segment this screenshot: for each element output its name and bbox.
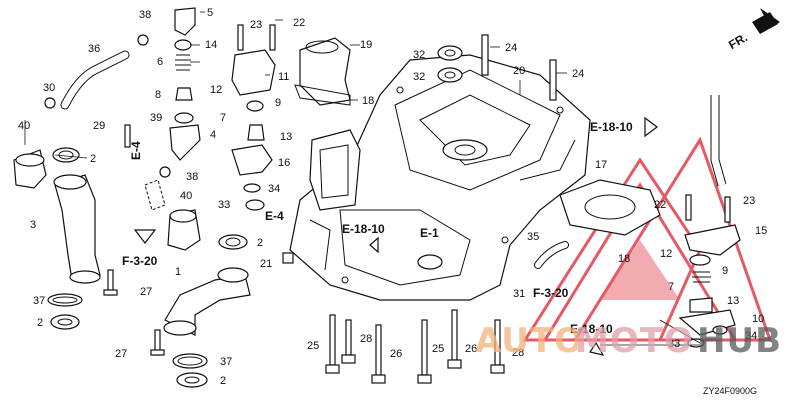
callout-3: 3 — [30, 219, 36, 231]
cross-references: E-4 E-4 F-3-20 E-18-10 E-1 E-18-10 F-3-2… — [122, 120, 633, 336]
callout-35: 35 — [527, 231, 539, 243]
callout-21: 21 — [260, 258, 272, 270]
callout-6: 6 — [157, 56, 163, 68]
callout-22: 22 — [293, 17, 305, 29]
callout-28: 28 — [360, 333, 372, 345]
callout-11: 11 — [278, 71, 289, 83]
ref-e1: E-1 — [420, 226, 439, 240]
callout-9b: 9 — [722, 265, 728, 277]
long-bolts — [325, 309, 505, 384]
callout-34b: 34 — [745, 330, 757, 342]
watermark-word-moto: MOTO — [575, 321, 694, 361]
callout-13: 13 — [280, 131, 292, 143]
callout-4: 4 — [210, 129, 216, 141]
callout-25b: 25 — [432, 343, 444, 355]
callout-40: 40 — [18, 120, 30, 132]
callout-31: 31 — [513, 288, 525, 300]
callout-1: 1 — [175, 266, 181, 278]
callout-33b: 33 — [668, 338, 680, 350]
callout-12: 12 — [210, 84, 222, 96]
callout-25: 25 — [307, 340, 319, 352]
callout-27b: 27 — [115, 348, 127, 360]
leader-lines — [24, 11, 701, 346]
callout-22b: 22 — [654, 199, 666, 211]
callout-10: 10 — [752, 313, 764, 325]
callout-12b: 12 — [660, 248, 672, 260]
callout-20: 20 — [513, 65, 525, 77]
callout-14: 14 — [205, 39, 217, 51]
water-hose — [44, 50, 130, 110]
callout-24b: 24 — [572, 68, 584, 80]
callout-38: 38 — [139, 9, 151, 21]
callout-7b: 7 — [668, 281, 674, 293]
callout-26: 26 — [390, 348, 402, 360]
mid-grommet-seal — [167, 209, 248, 251]
callout-24: 24 — [505, 42, 517, 54]
callout-7: 7 — [220, 112, 226, 124]
callout-18b: 18 — [362, 95, 374, 107]
callout-28b: 28 — [512, 347, 524, 359]
seal-washers — [437, 45, 463, 83]
thermostat-components — [137, 7, 201, 178]
diagram-code: ZY24F0900G — [703, 386, 757, 396]
callout-15: 15 — [755, 225, 767, 237]
callout-16: 16 — [278, 157, 290, 169]
ref-e18-10-bottom: E-18-10 — [570, 322, 613, 336]
ref-e18-10-right: E-18-10 — [590, 120, 633, 134]
callout-2b: 2 — [257, 237, 263, 249]
callout-38b: 38 — [186, 171, 198, 183]
callout-17: 17 — [595, 159, 607, 171]
callout-27: 27 — [140, 286, 152, 298]
callout-40b: 40 — [180, 190, 192, 202]
callout-2: 2 — [90, 153, 96, 165]
mid-thermostat-cover — [124, 24, 294, 264]
callout-18: 18 — [618, 253, 630, 265]
watermark-text: AUTO MOTO HUB — [475, 321, 782, 361]
ref-f3-20-right: F-3-20 — [533, 286, 569, 300]
callout-19: 19 — [360, 39, 372, 51]
callout-33: 33 — [218, 199, 230, 211]
ref-e4: E-4 — [265, 209, 284, 223]
watermark-word-auto: AUTO — [475, 321, 584, 361]
callout-26b: 26 — [465, 343, 477, 355]
ref-f3-20-left: F-3-20 — [122, 254, 158, 268]
callout-37b: 37 — [220, 356, 232, 368]
ref-e18-10-center: E-18-10 — [342, 222, 385, 236]
callout-34: 34 — [268, 183, 280, 195]
callout-23: 23 — [250, 19, 262, 31]
oil-case-main-body — [289, 54, 591, 301]
callout-5: 5 — [207, 7, 213, 19]
callout-39: 39 — [150, 112, 162, 124]
callout-36: 36 — [88, 43, 100, 55]
callout-23b: 23 — [743, 195, 755, 207]
fr-label: FR. — [726, 30, 750, 52]
callout-9: 9 — [275, 97, 281, 109]
ref-e4-vertical: E-4 — [129, 141, 143, 160]
callout-2d: 2 — [220, 375, 226, 387]
callout-37: 37 — [33, 295, 45, 307]
front-direction-arrow: FR. — [726, 8, 780, 52]
callout-29: 29 — [93, 120, 105, 132]
case-side-housing — [309, 129, 361, 211]
cover-gasket-set — [294, 37, 351, 106]
reference-arrows — [133, 116, 658, 356]
callout-numbers: 38 5 23 22 14 36 19 6 32 24 11 32 24 20 … — [18, 7, 767, 387]
left-pipe-assembly — [13, 147, 101, 284]
stud-bolts — [481, 34, 557, 101]
callout-8: 8 — [155, 89, 161, 101]
watermark-word-hub: HUB — [697, 321, 782, 361]
callout-32b: 32 — [413, 71, 425, 83]
callout-2c: 2 — [37, 317, 43, 329]
callout-30: 30 — [43, 82, 55, 94]
bottom-pipe-assembly — [47, 267, 251, 388]
callout-13b: 13 — [727, 295, 739, 307]
callout-32: 32 — [413, 49, 425, 61]
